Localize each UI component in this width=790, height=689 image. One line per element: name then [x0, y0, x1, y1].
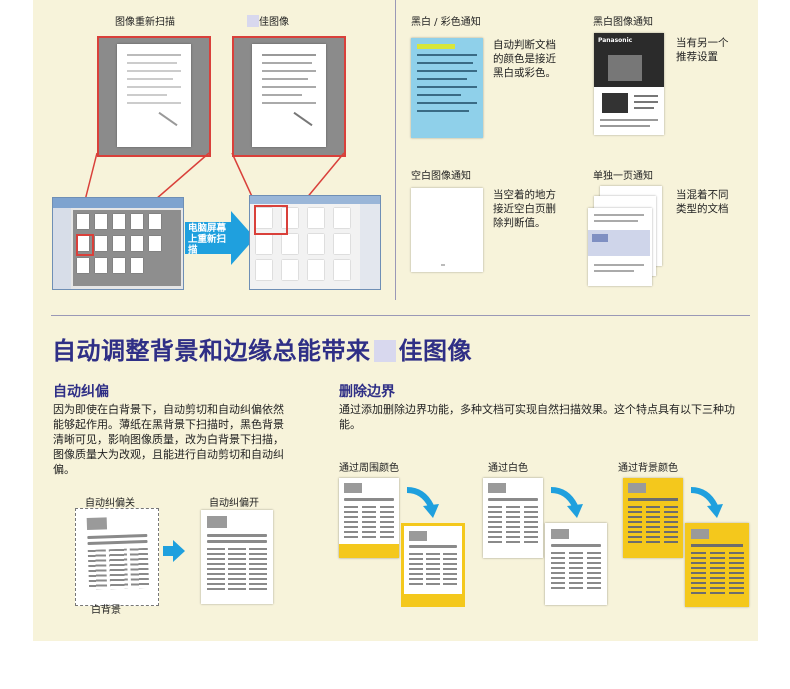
deskew-on-doc: [201, 510, 273, 604]
notice-desc-2: 当有另一个推荐设置: [676, 37, 729, 63]
border-option-2: 通过白色: [488, 463, 528, 474]
notice-title-1: 黑白 / 彩色通知: [411, 17, 481, 28]
screen-before: [52, 197, 184, 290]
screen-after: [249, 195, 381, 290]
horizontal-divider: [51, 315, 750, 316]
option1-after-doc: [401, 523, 465, 607]
notice-title-3: 空白图像通知: [411, 171, 471, 182]
arrow-right-icon: [163, 540, 185, 562]
curved-arrow-icon: [690, 487, 723, 518]
arrow-text: 电脑屏幕上重新扫描: [188, 223, 227, 256]
notice-image-blank: [411, 188, 483, 272]
option2-before-doc: [483, 478, 543, 558]
label-best-image: 佳图像: [247, 13, 289, 28]
option1-before-doc: [339, 478, 399, 558]
selected-thumb-frame: [76, 234, 94, 256]
selected-thumb-frame-after: [254, 205, 288, 235]
option3-after-doc: [685, 523, 749, 607]
border-option-1: 通过周围颜色: [339, 463, 399, 474]
notice-desc-4: 当混着不同类型的文档: [676, 189, 729, 215]
deskew-on-label: 自动纠偏开: [209, 498, 259, 509]
deskew-off-label: 自动纠偏关: [85, 498, 135, 509]
zoomed-document: [117, 44, 191, 147]
notice-desc-3: 当空着的地方接近空白页删除判断值。: [493, 189, 556, 229]
blank-char-box: [247, 15, 259, 27]
option3-before-doc: [623, 478, 683, 558]
notice-desc-1: 自动判断文档的颜色是接近黑白或彩色。: [493, 39, 556, 79]
page-title: 自动调整背景和边缘总能带来佳图像: [52, 337, 472, 365]
arrow-right-icon: [185, 211, 255, 265]
white-bg-label: 白背景: [91, 605, 121, 616]
border-option-3: 通过背景颜色: [618, 463, 678, 474]
notice-title-2: 黑白图像通知: [593, 17, 653, 28]
deskew-off-doc: [75, 508, 159, 606]
zoomed-document-clean: [252, 44, 326, 147]
option2-after-doc: [545, 523, 607, 605]
zoom-panel-best: [232, 36, 346, 157]
notice-image-mixed: [586, 186, 668, 290]
notice-image-mono: Panasonic: [594, 33, 664, 135]
blank-char-box: [373, 340, 396, 362]
deskew-heading: 自动纠偏: [53, 384, 109, 400]
deskew-body: 因为即使在白背景下，自动剪切和自动纠偏依然能够起作用。薄纸在黑背景下扫描时，黑色…: [53, 403, 284, 476]
border-heading: 删除边界: [339, 384, 395, 400]
curved-arrow-icon: [406, 487, 439, 518]
zoom-panel-rescan: [97, 36, 211, 157]
vertical-divider: [395, 0, 396, 300]
label-rescan: 图像重新扫描: [115, 17, 175, 28]
notice-title-4: 单独一页通知: [593, 171, 653, 182]
brand-text: Panasonic: [598, 37, 633, 44]
border-body: 通过添加删除边界功能，多种文档可实现自然扫描效果。这个特点具有以下三种功能。: [339, 403, 735, 431]
rescan-arrow: 电脑屏幕上重新扫描: [185, 211, 255, 265]
page: 图像重新扫描 佳图像: [33, 0, 758, 641]
notice-image-color: [411, 38, 483, 138]
curved-arrow-icon: [550, 487, 583, 518]
